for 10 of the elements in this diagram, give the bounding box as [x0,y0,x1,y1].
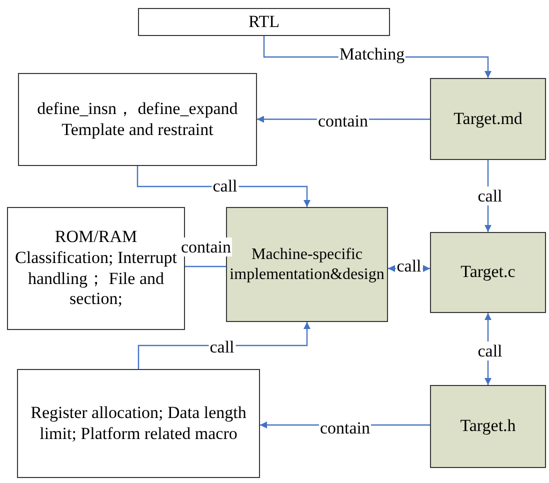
file-box: Target.c [430,232,546,313]
edge-label: call [476,186,504,206]
file-box: Target.h [430,385,546,468]
description-box: define_insn， define_expand Template and restraint [18,73,257,166]
edge-label: contain [180,238,232,256]
description-box: RTL [138,8,390,36]
description-box: Register allocation; Data length limit; Platform related macro [17,369,260,478]
edge-label: Matching [338,44,406,64]
edge-label: call [476,342,504,360]
file-box: Target.md [430,78,546,160]
